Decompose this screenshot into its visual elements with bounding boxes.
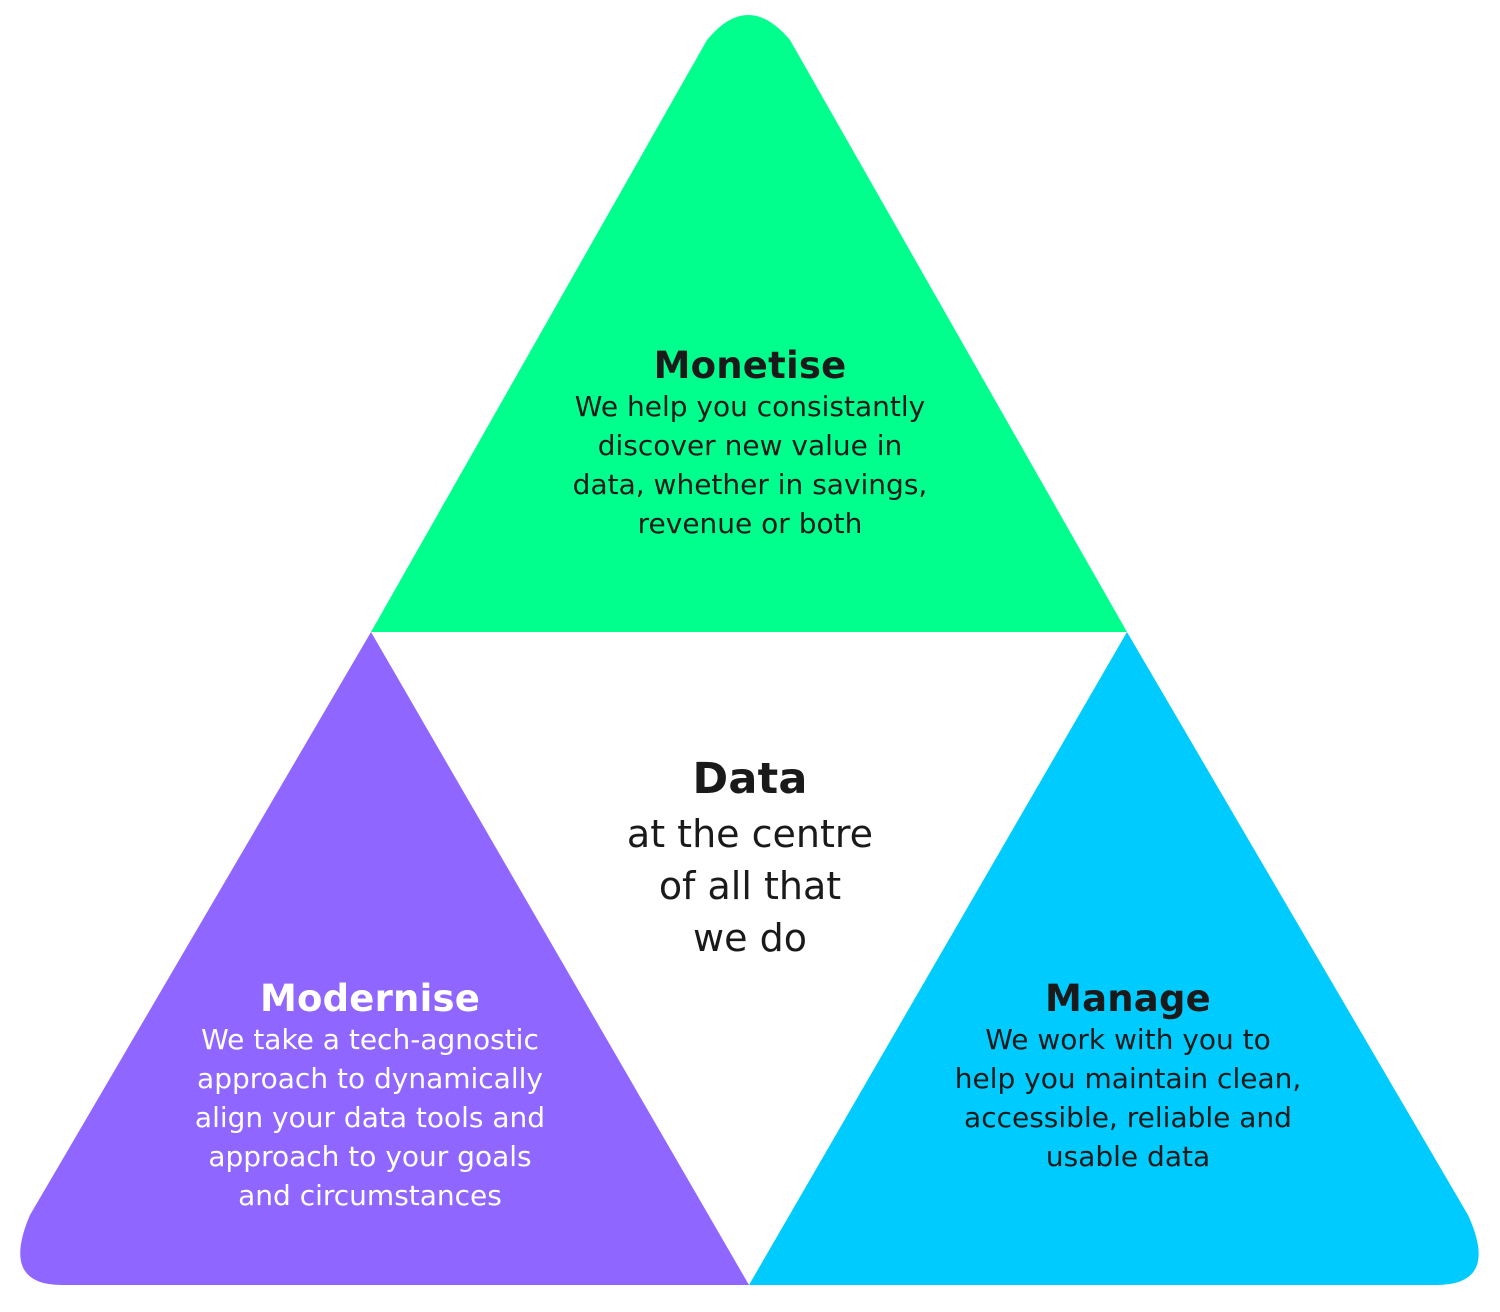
modernise-description: We take a tech-agnostic approach to dyna…	[194, 1023, 546, 1212]
center-description: at the centre of all that we do	[626, 812, 874, 960]
manage-description: We work with you to help you maintain cl…	[954, 1023, 1302, 1173]
center-title: Data	[692, 754, 808, 804]
manage-title: Manage	[1045, 977, 1211, 1020]
modernise-block: Modernise We take a tech-agnostic approa…	[130, 978, 610, 1215]
modernise-triangle	[20, 632, 749, 1285]
monetise-description: We help you consistantly discover new va…	[572, 390, 928, 540]
center-block: Data at the centre of all that we do	[560, 752, 940, 964]
manage-triangle	[749, 632, 1479, 1285]
manage-block: Manage We work with you to help you main…	[888, 978, 1368, 1176]
monetise-triangle	[371, 15, 1127, 632]
monetise-block: Monetise We help you consistantly discov…	[510, 345, 990, 543]
modernise-title: Modernise	[259, 977, 480, 1020]
monetise-title: Monetise	[653, 344, 847, 387]
